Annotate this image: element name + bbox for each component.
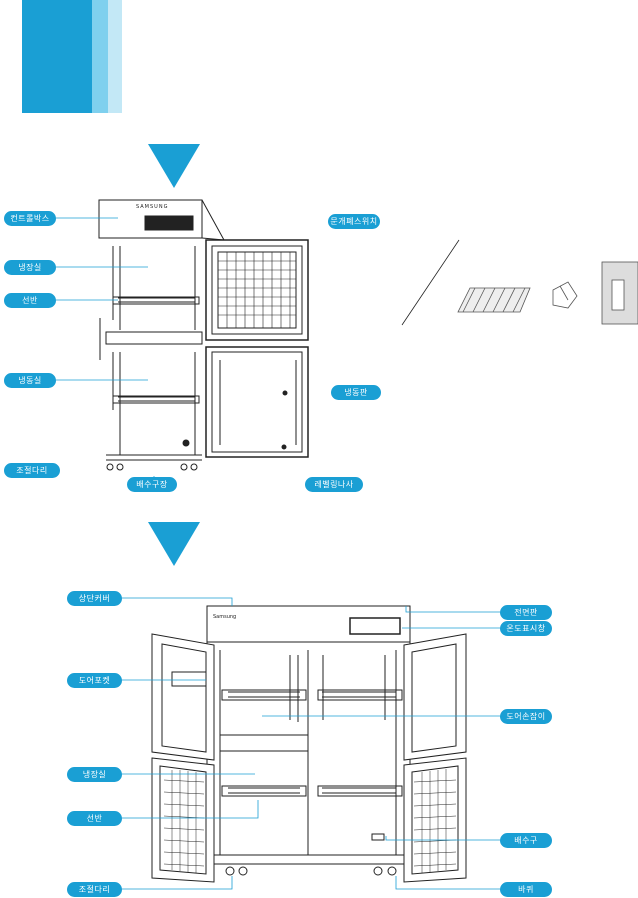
header-band-dark (22, 0, 92, 113)
callout-fridge-2: 냉장실 (67, 767, 122, 782)
callout-shelf: 선반 (4, 293, 56, 308)
down-arrow-icon (148, 144, 200, 188)
accessories (401, 239, 638, 326)
shelf-grid-icon (457, 287, 531, 313)
down-arrow-icon (148, 522, 200, 566)
manual-booklet-icon (601, 261, 638, 325)
callout-drain-2: 배수구 (500, 833, 552, 848)
callout-temp-display: 온도표시창 (500, 621, 552, 636)
callout-front-panel: 전면판 (500, 605, 552, 620)
callout-drain: 배수구장 (127, 477, 177, 492)
callout-door-pocket: 도어포켓 (67, 673, 122, 688)
callout-fridge: 냉장실 (4, 260, 56, 275)
unit2-drawing (151, 605, 467, 883)
unit1-brand-label: SAMSUNG (136, 204, 169, 210)
callout-shelf-2: 선반 (67, 811, 122, 826)
callout-leg-2: 조절다리 (67, 882, 122, 897)
header-band-mid (92, 0, 108, 113)
header-band-light (108, 0, 122, 113)
callout-freezer: 냉동실 (4, 373, 56, 388)
callout-leg: 조절다리 (4, 463, 60, 478)
callout-door-handle: 도어손잡이 (500, 709, 552, 724)
callout-control-box: 컨트롤박스 (4, 211, 56, 226)
bracket-icon (552, 281, 578, 309)
callout-freeze-plate: 냉동판 (331, 385, 381, 400)
unit1-drawing (56, 199, 309, 482)
callout-door-switch: 문개폐스위치 (328, 214, 380, 229)
unit2-leaders (122, 597, 500, 890)
unit2-brand-label: Samsung (213, 614, 237, 620)
callout-caster: 바퀴 (500, 882, 552, 897)
callout-top-cover: 상단커버 (67, 591, 122, 606)
callout-leveling-screw: 레벨링나사 (305, 477, 363, 492)
